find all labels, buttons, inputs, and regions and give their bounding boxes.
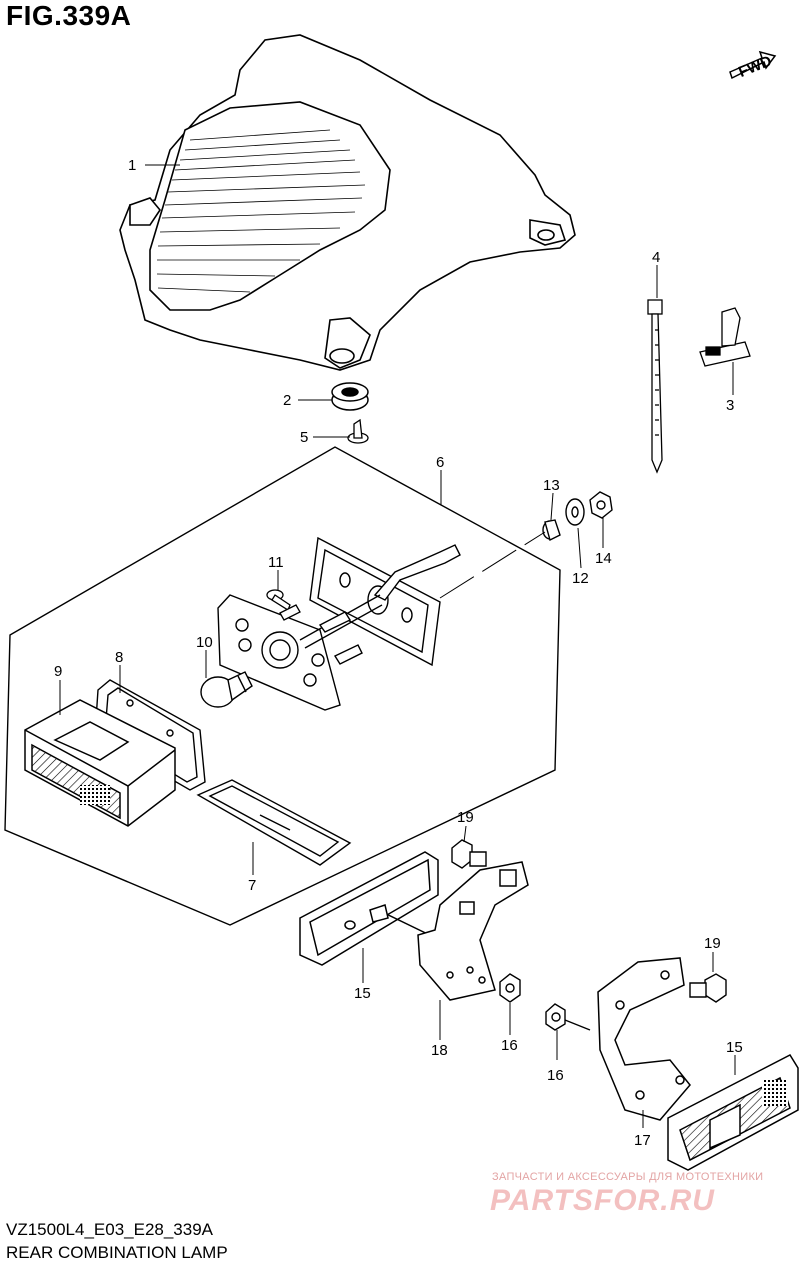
callout-18: 18 [431, 1042, 448, 1059]
lamp-socket-holder [217, 594, 383, 711]
part-17-bracket [597, 957, 691, 1121]
callout-5: 5 [300, 429, 308, 446]
part-10-bulb [200, 671, 253, 708]
callout-9: 9 [54, 663, 62, 680]
part-5-screw [347, 418, 369, 444]
part-19-bolt-right [689, 973, 727, 1003]
part-1-tail-lamp-housing [119, 34, 576, 371]
callout-7: 7 [248, 877, 256, 894]
part-14-nut [589, 491, 613, 519]
figure-name: REAR COMBINATION LAMP [6, 1243, 228, 1262]
part-16-nut-right [545, 1003, 591, 1031]
callout-3: 3 [726, 397, 734, 414]
callout-4: 4 [652, 249, 660, 266]
part-3-clamp [699, 307, 751, 367]
callout-8: 8 [115, 649, 123, 666]
callout-19-right: 19 [704, 935, 721, 952]
part-19-bolt-upper [451, 839, 487, 869]
part-9-lens [24, 699, 176, 827]
callout-12: 12 [572, 570, 589, 587]
figure-title: FIG.339A [6, 0, 132, 31]
callout-labels: 1 2 3 4 5 6 7 8 9 10 11 12 13 14 15 15 1… [54, 157, 743, 1149]
part-15-reflector-left [299, 851, 441, 966]
callout-10: 10 [196, 634, 213, 651]
watermark-subtitle: ЗАПЧАСТИ И АКСЕССУАРЫ ДЛЯ МОТОТЕХНИКИ [492, 1171, 764, 1183]
part-6-assembly-box [4, 446, 561, 926]
callout-16-right: 16 [547, 1067, 564, 1084]
callout-1: 1 [128, 157, 136, 174]
part-11-screw [266, 589, 301, 621]
lamp-wire-lead [373, 544, 461, 601]
part-13-spacer [542, 519, 561, 542]
callout-19-upper: 19 [457, 809, 474, 826]
callout-17: 17 [634, 1132, 651, 1149]
lamp-gasket-plate [309, 536, 441, 667]
leader-lines [59, 164, 736, 1128]
part-2-grommet [331, 382, 369, 411]
callout-2: 2 [283, 392, 291, 409]
figure-code: VZ1500L4_E03_E28_339A [6, 1220, 214, 1239]
callout-14: 14 [595, 550, 612, 567]
fwd-arrow-icon: FWD [729, 50, 777, 81]
assembly-guide-line [439, 531, 546, 599]
callout-16-center: 16 [501, 1037, 518, 1054]
callout-11: 11 [268, 554, 284, 571]
part-16-nut-center [499, 973, 521, 1003]
callout-15-left: 15 [354, 985, 371, 1002]
part-15-reflector-right [667, 1054, 799, 1171]
part-7-plate-lens [196, 779, 352, 866]
part-12-washer [565, 498, 585, 526]
callout-13: 13 [543, 477, 560, 494]
part-4-cable-tie [647, 299, 663, 474]
fwd-label: FWD [736, 52, 774, 81]
part-18-bracket [417, 861, 529, 1001]
callout-6: 6 [436, 454, 444, 471]
watermark-logo: PARTSFOR.RU [490, 1184, 715, 1217]
callout-15-right: 15 [726, 1039, 743, 1056]
